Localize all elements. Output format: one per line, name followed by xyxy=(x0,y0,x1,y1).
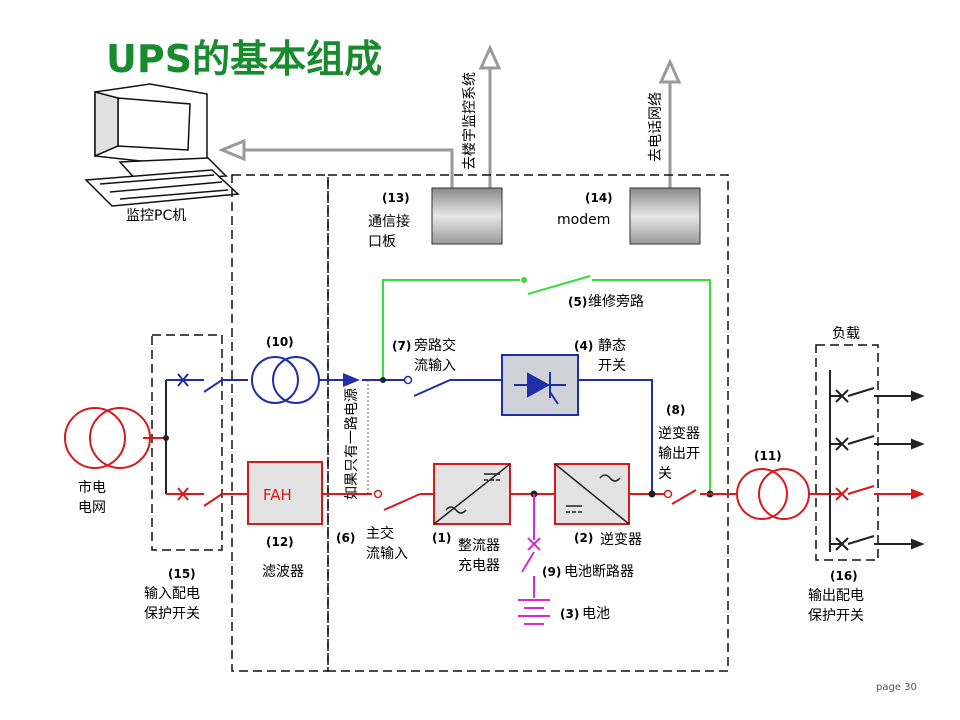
maintenance-bypass-line xyxy=(382,275,711,494)
output-transformer-icon xyxy=(736,468,810,520)
arrow-phone-label: 去电话网络 xyxy=(648,92,664,162)
rect-num: (1) xyxy=(432,531,451,545)
out-dist-label-2: 保护开关 xyxy=(808,608,864,624)
bypass-in-label-2: 流输入 xyxy=(414,358,456,374)
comm-interface-board xyxy=(431,187,503,245)
inv-out-label-1: 逆变器 xyxy=(658,426,700,442)
page-title: UPS的基本组成 xyxy=(106,37,382,81)
inv-num: (2) xyxy=(574,531,593,545)
rectifier-icon xyxy=(433,463,511,525)
static-num: (4) xyxy=(574,339,593,353)
filter-num: (12) xyxy=(266,535,294,549)
battery-num: (3) xyxy=(560,607,579,621)
inverter-out-switch-node xyxy=(663,489,673,499)
inverter-icon xyxy=(554,463,630,525)
bypass-node xyxy=(380,377,386,383)
trans11-num: (11) xyxy=(754,449,782,463)
main-in-label-2: 流输入 xyxy=(366,546,408,562)
comm-label-1: 通信接 xyxy=(368,213,410,230)
main-in-num: (6) xyxy=(336,531,355,545)
in-dist-label-2: 保护开关 xyxy=(144,606,200,622)
out-dist-label-1: 输出配电 xyxy=(808,588,864,604)
rect-label-1: 整流器 xyxy=(458,538,500,554)
grid-transformer-icon xyxy=(64,407,151,469)
battery-label: 电池 xyxy=(582,606,610,622)
bypass-transformer-icon xyxy=(251,356,320,404)
battery-icon xyxy=(518,599,550,625)
inv-out-num: (8) xyxy=(666,403,685,417)
output-breakers xyxy=(830,387,925,551)
modem-label: modem xyxy=(557,212,610,228)
in-dist-num: (15) xyxy=(168,567,196,581)
in-dist-label-1: 输入配电 xyxy=(144,586,200,602)
static-label-2: 开关 xyxy=(598,358,626,374)
inv-out-label-3: 关 xyxy=(658,466,672,482)
bypass-switch-node xyxy=(403,375,413,385)
grid-label-1: 市电 xyxy=(78,479,106,496)
fah-label: FAH xyxy=(263,486,292,504)
modem-num: (14) xyxy=(585,191,613,205)
modem-box xyxy=(629,187,701,245)
single-source-note: 如果只有一路电源 xyxy=(344,388,360,500)
bat-break-num: (9) xyxy=(542,565,561,579)
out-dist-num: (16) xyxy=(830,569,858,583)
input-breaker-marks xyxy=(177,373,189,501)
computer-icon xyxy=(84,83,240,207)
comm-num: (13) xyxy=(382,191,410,205)
page-number: page 30 xyxy=(876,682,917,693)
input-node xyxy=(163,435,169,441)
load-label: 负载 xyxy=(832,326,860,342)
arrow-building-label: 去楼宇监控系统 xyxy=(462,72,478,170)
bypass-arrowhead xyxy=(343,373,360,387)
bypass-in-num: (7) xyxy=(392,339,411,353)
comm-arrows xyxy=(218,44,682,190)
bat-break-label: 电池断路器 xyxy=(564,564,634,580)
maint-switch-node xyxy=(521,277,527,283)
static-label-1: 静态 xyxy=(598,338,626,354)
filter-label: 滤波器 xyxy=(262,564,304,580)
inverter-out-dot xyxy=(648,490,656,498)
trans10-num: (10) xyxy=(266,335,294,349)
maint-label: 维修旁路 xyxy=(588,293,644,310)
maint-num: (5) xyxy=(568,295,587,309)
monitor-pc-label: 监控PC机 xyxy=(126,208,186,224)
rect-label-2: 充电器 xyxy=(458,558,500,574)
inv-label: 逆变器 xyxy=(600,532,642,548)
dashed-frames xyxy=(151,174,879,672)
thyristor-icon xyxy=(514,372,566,405)
bypass-in-label-1: 旁路交 xyxy=(414,337,456,354)
battery-branch xyxy=(521,494,541,598)
grid-label-2: 电网 xyxy=(78,500,106,516)
main-switch-node xyxy=(373,489,383,499)
inv-out-label-2: 输出开 xyxy=(658,446,700,462)
main-in-label-1: 主交 xyxy=(366,525,394,542)
comm-label-2: 口板 xyxy=(368,234,396,250)
